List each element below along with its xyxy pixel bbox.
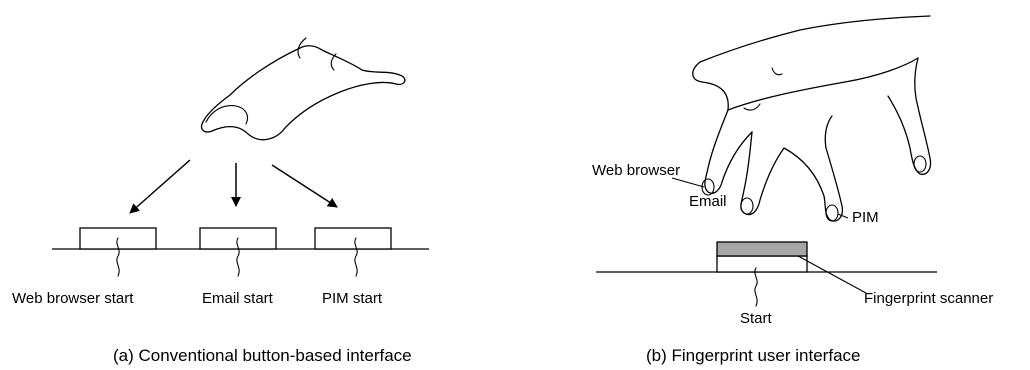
web-browser-leader — [671, 177, 705, 188]
start-button — [716, 255, 808, 273]
fingerprint-scanner — [716, 241, 808, 257]
caption-a: (a) Conventional button-based interface — [113, 346, 412, 365]
web-browser-label: Web browser — [592, 162, 680, 179]
panel-a-conventional: Web browser start Email start PIM start … — [12, 37, 429, 365]
email-start-leader — [236, 237, 240, 277]
panel-b-fingerprint: Web browser Email PIM Start Fingerprint … — [592, 15, 993, 365]
hand-icon — [692, 15, 932, 222]
email-start-label: Email start — [202, 290, 274, 307]
middle-fingertip — [740, 197, 754, 215]
start-label: Start — [740, 310, 773, 327]
scanner-leader — [797, 255, 867, 294]
fingerprint-scanner-label: Fingerprint scanner — [864, 290, 993, 307]
pim-start-button — [314, 227, 392, 250]
pim-start-leader — [354, 237, 358, 277]
pim-label: PIM — [852, 209, 879, 226]
arrow-to-web-button — [129, 159, 191, 214]
web-start-leader — [116, 237, 120, 277]
caption-b: (b) Fingerprint user interface — [646, 346, 860, 365]
ring-fingertip — [825, 204, 839, 222]
pointing-finger-icon — [200, 37, 406, 141]
pim-leader — [837, 213, 849, 219]
email-label: Email — [689, 193, 727, 210]
start-leader — [754, 267, 758, 307]
arrow-to-pim-button — [271, 164, 338, 208]
pim-start-label: PIM start — [322, 290, 383, 307]
little-fingertip — [913, 155, 927, 173]
web-browser-start-label: Web browser start — [12, 290, 134, 307]
